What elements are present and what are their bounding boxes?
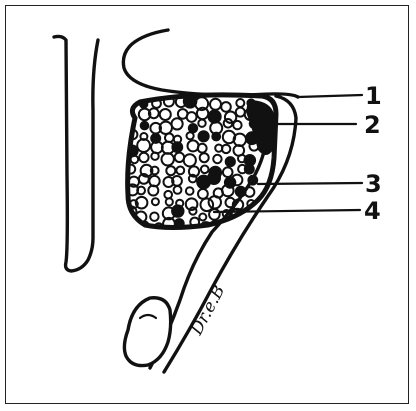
label-1: 1 [365,82,382,110]
texture-cell [172,142,182,152]
texture-cell [245,165,254,174]
texture-cell [172,205,183,216]
upper-hook [123,30,298,97]
bottom-blob [124,298,170,366]
label-2: 2 [364,111,381,139]
texture-cell [226,157,235,166]
texture-cell [199,131,209,141]
texture-cell [189,124,197,132]
texture-cell [141,122,149,130]
texture-cell [209,111,221,123]
texture-cell [175,219,184,228]
label-3: 3 [365,170,382,198]
texture-cell [184,95,197,108]
left-rod [54,36,98,271]
cellular-mass [125,95,276,234]
texture-cell [212,133,220,141]
texture-cell [208,172,220,184]
label-4: 4 [364,197,381,225]
signature-text: Dr.e.B [186,282,229,339]
